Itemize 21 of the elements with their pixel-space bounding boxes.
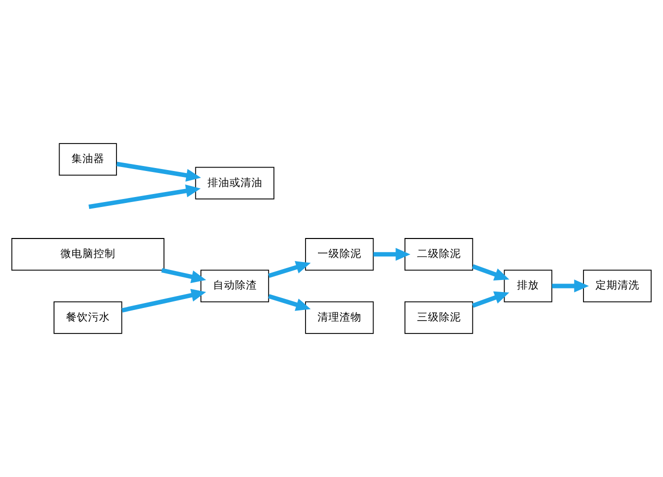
arrow: [161, 268, 206, 284]
node-box: 清理渣物: [305, 301, 374, 334]
arrow: [88, 184, 201, 209]
arrow: [268, 261, 311, 278]
arrow: [472, 291, 510, 308]
node-box: 二级除泥: [404, 238, 474, 271]
node-box: 排放: [504, 270, 552, 302]
node-box: 集油器: [58, 143, 117, 176]
arrow: [116, 162, 201, 182]
node-box: 自动除渣: [200, 270, 270, 302]
node-box: 排油或清油: [195, 166, 274, 200]
node-box: 三级除泥: [404, 301, 474, 334]
node-box: 定期清洗: [583, 270, 652, 302]
node-box: 餐饮污水: [54, 301, 122, 334]
node-box: 微电脑控制: [11, 238, 164, 271]
arrow: [122, 288, 206, 313]
node-box: 一级除泥: [305, 238, 374, 271]
arrow: [552, 280, 589, 292]
arrow: [373, 248, 410, 261]
arrow: [268, 294, 311, 311]
arrow: [472, 264, 510, 281]
